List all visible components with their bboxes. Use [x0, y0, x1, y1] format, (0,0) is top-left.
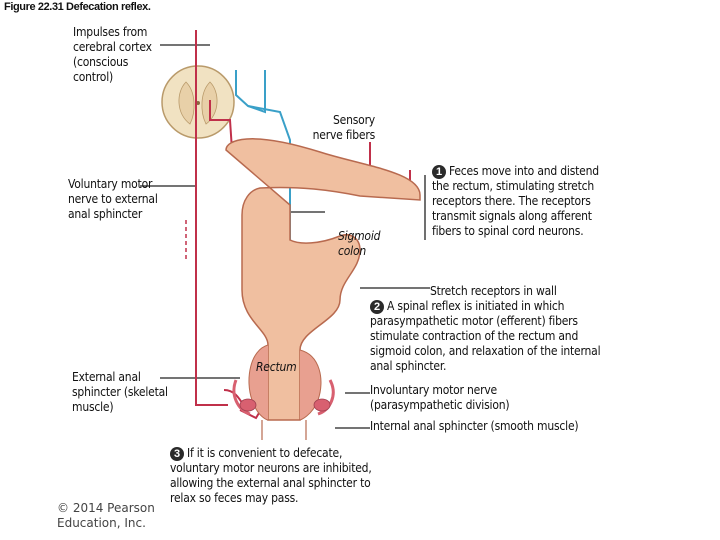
impulses-label: Impulses from cerebral cortex (conscious… [73, 25, 152, 84]
stretch-receptors-label: Stretch receptors in wall [430, 284, 557, 298]
step-text: Feces move into and distend the rectum, … [432, 164, 599, 238]
step-number: 3 [170, 447, 184, 461]
involuntary-motor-label: Involuntary motor nerve (parasympathetic… [370, 383, 510, 412]
internal-sphincter-label: Internal anal sphincter (smooth muscle) [370, 419, 579, 433]
colon-rectum [225, 138, 421, 440]
copyright: © 2014 Pearson Education, Inc. [57, 501, 155, 530]
step-number: 1 [432, 165, 446, 179]
rectum-label: Rectum [256, 360, 297, 374]
leader-lines [140, 44, 430, 429]
voluntary-motor-label: Voluntary motor nerve to external anal s… [68, 177, 158, 221]
step-text: A spinal reflex is initiated in which pa… [370, 299, 601, 373]
step-text: If it is convenient to defecate, volunta… [170, 446, 372, 505]
sensory-fibers-label: Sensory nerve fibers [312, 113, 376, 142]
sigmoid-colon-label: Sigmoid colon [338, 229, 381, 258]
external-sphincter-label: External anal sphincter (skeletal muscle… [72, 370, 168, 414]
figure-title: Figure 22.31 Defecation reflex. [4, 1, 151, 13]
step-number: 2 [370, 300, 384, 314]
spinal-cord-section [161, 65, 235, 139]
